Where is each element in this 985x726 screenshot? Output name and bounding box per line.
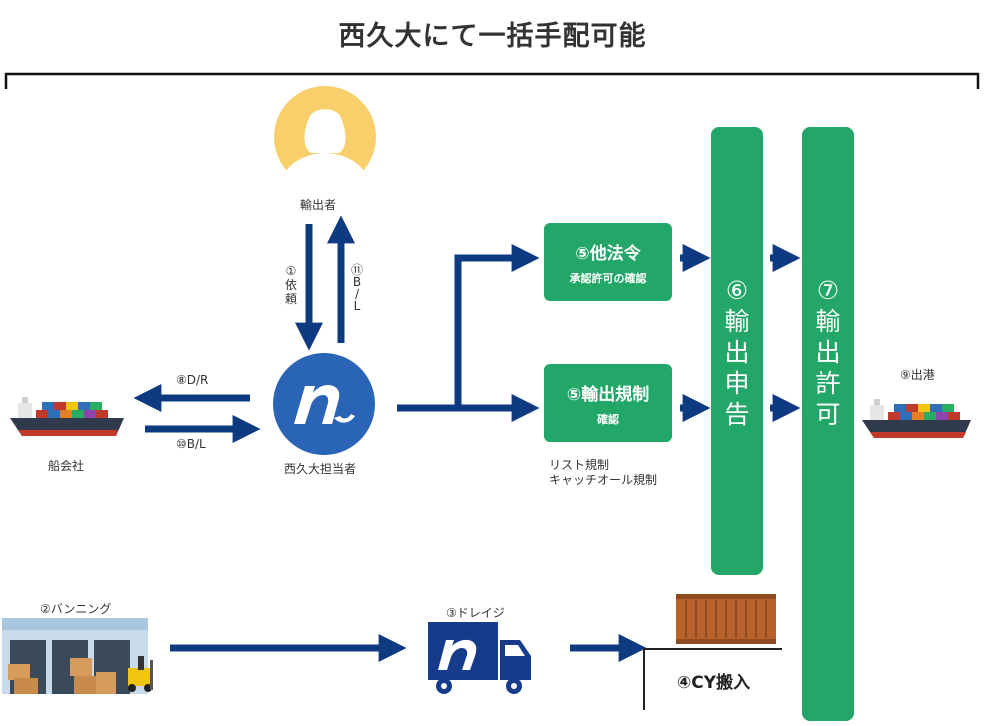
- exporter-icon: [274, 86, 376, 188]
- agent-label: 西久大担当者: [284, 462, 357, 476]
- vessel-left-icon: [10, 397, 124, 436]
- do-flow-label: ⑧D/R: [176, 373, 209, 387]
- exporter-label: 輸出者: [300, 198, 337, 212]
- departure-label: ⑨出港: [900, 368, 935, 382]
- vanning-label: ②バンニング: [40, 602, 112, 616]
- export-reg-title: ⑤輸出規制: [566, 385, 650, 405]
- permit-column: ⑦ 輸 出 許 可: [802, 127, 854, 721]
- bl-flow-label: ⑩B/L: [176, 437, 206, 451]
- truck-icon: [428, 622, 531, 694]
- export-reg-notes: リスト規制 キャッチオール規制: [549, 458, 658, 487]
- shipping-company-label: 船会社: [48, 459, 85, 473]
- declaration-text: ⑥ 輸 出 申 告: [724, 276, 750, 429]
- export-reg-box: ⑤輸出規制 確認: [544, 364, 672, 442]
- export-reg-sub: 確認: [597, 413, 619, 426]
- vessel-right-icon: [862, 399, 971, 438]
- bl-return-flow-label: ⑪ B / L: [350, 263, 363, 313]
- other-laws-box: ⑤他法令 承認許可の確認: [544, 223, 672, 301]
- scope-bracket: [4, 72, 980, 89]
- warehouse-icon: [2, 618, 153, 694]
- page-title: 西久大にて一括手配可能: [338, 21, 647, 52]
- other-laws-title: ⑤他法令: [575, 244, 641, 264]
- request-flow-label: ① 依 頼: [284, 264, 297, 306]
- container-icon: [676, 594, 776, 644]
- drayage-label: ③ドレイジ: [446, 606, 505, 620]
- permit-text: ⑦ 輸 出 許 可: [815, 276, 841, 429]
- agent-logo-icon: [273, 353, 375, 455]
- other-laws-sub: 承認許可の確認: [569, 272, 647, 285]
- cy-label: ④CY搬入: [643, 648, 782, 710]
- branch-connector: [454, 244, 540, 406]
- declaration-column: ⑥ 輸 出 申 告: [711, 127, 763, 575]
